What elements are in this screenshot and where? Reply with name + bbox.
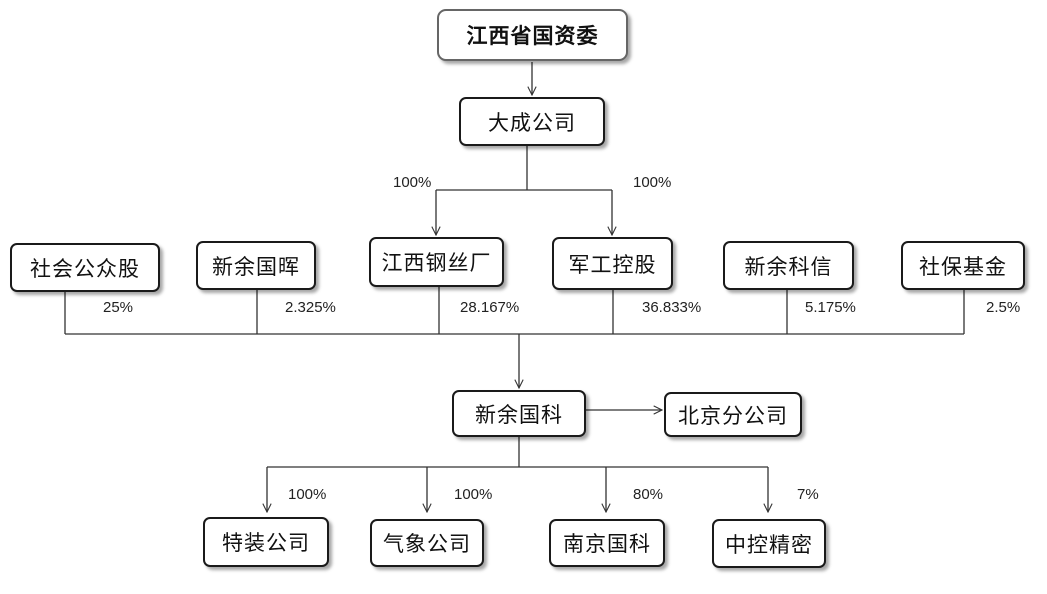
pct-jiangxi-gangsi: 28.167%	[460, 299, 520, 316]
pct-zhongkong: 7%	[797, 486, 819, 503]
pct-shehui: 25%	[103, 299, 134, 316]
pct-tezhuang: 100%	[288, 486, 327, 503]
node-xinyu-kexin: 新余科信	[723, 241, 854, 290]
pct-shebao: 2.5%	[986, 299, 1021, 316]
pct-jungong: 36.833%	[642, 299, 702, 316]
pct-xinyu-kexin: 5.175%	[805, 299, 856, 316]
pct-dacheng-gangsi: 100%	[393, 174, 432, 191]
pct-dacheng-jungong: 100%	[633, 174, 672, 191]
node-tezhuang: 特装公司	[203, 517, 329, 567]
node-qixiang: 气象公司	[370, 519, 484, 567]
node-shebao-jijin: 社保基金	[901, 241, 1025, 290]
pct-xinyu-guohui: 2.325%	[285, 299, 336, 316]
node-shehui-gongzhonggu: 社会公众股	[10, 243, 160, 292]
node-xinyu-guoke: 新余国科	[452, 390, 586, 437]
node-zhongkong-jingmi: 中控精密	[712, 519, 826, 568]
pct-nanjing: 80%	[633, 486, 664, 503]
node-jungong-konggu: 军工控股	[552, 237, 673, 290]
node-jiangxi-gangsichang: 江西钢丝厂	[369, 237, 504, 287]
pct-qixiang: 100%	[454, 486, 493, 503]
node-jiangxi-sasac: 江西省国资委	[437, 9, 628, 61]
node-xinyu-guohui: 新余国晖	[196, 241, 316, 290]
node-dacheng: 大成公司	[459, 97, 605, 146]
node-nanjing-guoke: 南京国科	[549, 519, 665, 567]
node-beijing-branch: 北京分公司	[664, 392, 802, 437]
